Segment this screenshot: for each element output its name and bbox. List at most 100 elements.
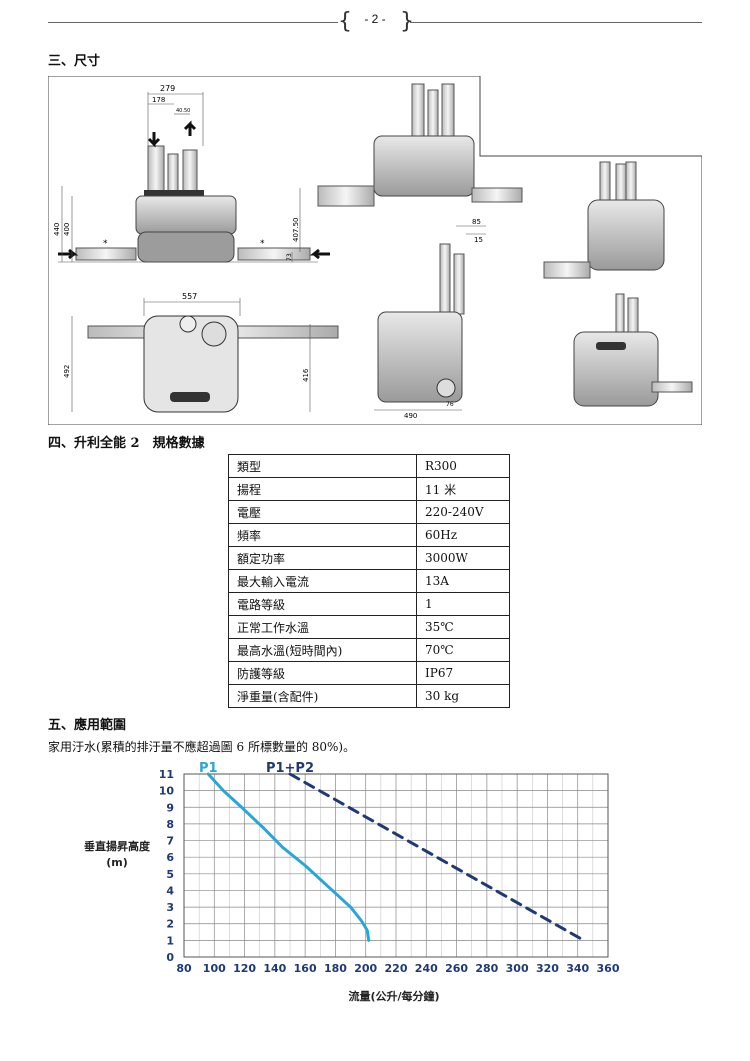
- right-3d-view-top: [543, 161, 665, 279]
- y-axis-label: 垂直揚昇高度: [84, 839, 151, 853]
- spec-label: 電路等級: [228, 592, 417, 616]
- dim-40-50: 40.50: [176, 108, 190, 114]
- spec-label: 頻率: [228, 523, 417, 547]
- back-3d-view: [317, 83, 523, 207]
- x-tick-label: 320: [536, 962, 559, 975]
- x-axis-label: 流量(公升/每分鐘): [348, 989, 439, 1003]
- dim-407-50: 407.50: [292, 218, 300, 243]
- x-tick-label: 140: [263, 962, 286, 975]
- front-view: 279 178 40.50 440 400 407.50 73 * *: [53, 84, 330, 263]
- application-description: 家用汙水(累積的排汙量不應超過圖 6 所標數量的 80%)。: [48, 740, 356, 754]
- spec-label: 防護等級: [228, 661, 417, 685]
- section-4-title: 四、升利全能 2 規格數據: [48, 436, 205, 451]
- header-rule-right: [410, 22, 702, 23]
- y-axis-unit: (m): [106, 856, 128, 869]
- y-tick-label: 11: [159, 768, 174, 781]
- y-tick-label: 2: [166, 918, 174, 931]
- section-3-title: 三、尺寸: [48, 54, 101, 69]
- x-tick-label: 180: [324, 962, 347, 975]
- x-tick-label: 220: [385, 962, 408, 975]
- dim-557: 557: [182, 292, 197, 301]
- table-row: 淨重量(含配件)30 kg: [228, 684, 510, 708]
- header-rule-left: [48, 22, 338, 23]
- series-line: [206, 772, 371, 942]
- y-tick-label: 0: [166, 951, 174, 964]
- spec-value: 220-240V: [416, 500, 510, 524]
- side-view: 85 15 490 76: [374, 218, 486, 420]
- x-tick-label: 160: [294, 962, 317, 975]
- y-tick-label: 10: [159, 785, 175, 798]
- spec-label: 最高水溫(短時間內): [228, 638, 417, 662]
- dim-490: 490: [404, 412, 417, 420]
- x-tick-label: 120: [233, 962, 256, 975]
- header-bracket-right: }: [400, 9, 414, 34]
- spec-label: 類型: [228, 454, 417, 478]
- page-header: { - 2 - }: [48, 10, 702, 36]
- chart-series: P1 P1+P2: [199, 761, 586, 942]
- series-line: [288, 772, 586, 942]
- spec-value: 13A: [416, 569, 510, 593]
- x-tick-label: 100: [203, 962, 226, 975]
- spec-value: 70℃: [416, 638, 510, 662]
- spec-label: 最大輸入電流: [228, 569, 417, 593]
- spec-value: IP67: [416, 661, 510, 685]
- page-number: - 2 -: [364, 12, 386, 26]
- section-5-title: 五、應用範圍: [48, 718, 127, 733]
- dim-15: 15: [474, 236, 483, 244]
- spec-label: 額定功率: [228, 546, 417, 570]
- y-tick-label: 5: [166, 868, 174, 881]
- plot-frame: [183, 773, 609, 958]
- y-tick-label: 6: [166, 851, 174, 864]
- dim-400: 400: [63, 223, 71, 236]
- dim-73: 73: [286, 253, 293, 261]
- spec-label: 揚程: [228, 477, 417, 501]
- y-tick-label: 9: [166, 801, 174, 814]
- x-tick-label: 200: [354, 962, 377, 975]
- spec-label: 電壓: [228, 500, 417, 524]
- table-row: 最高水溫(短時間內)70℃: [228, 638, 510, 662]
- top-view: 557 492 416: [63, 292, 339, 413]
- dim-492: 492: [63, 365, 71, 378]
- x-tick-label: 80: [176, 962, 192, 975]
- series-label: P1: [199, 761, 218, 776]
- y-tick-label: 4: [166, 884, 174, 897]
- x-tick-label: 240: [415, 962, 438, 975]
- dimension-figure: 279 178 40.50 440 400 407.50 73 * * 557 …: [48, 76, 702, 425]
- x-tick-label: 360: [597, 962, 620, 975]
- right-3d-view-bottom: [573, 293, 693, 407]
- series-label: P1+P2: [266, 761, 314, 776]
- spec-value: 11 米: [416, 477, 510, 501]
- x-tick-label: 260: [445, 962, 468, 975]
- dim-416: 416: [302, 368, 310, 382]
- x-tick-label: 300: [506, 962, 529, 975]
- x-tick-label: 340: [566, 962, 589, 975]
- dimension-drawing: 279 178 40.50 440 400 407.50 73 * * 557 …: [48, 76, 702, 425]
- dim-76: 76: [446, 401, 454, 408]
- spec-value: R300: [416, 454, 510, 478]
- marker-asterisk-left: *: [103, 239, 108, 249]
- chart-grid: [183, 773, 609, 958]
- y-tick-label: 7: [166, 835, 174, 848]
- x-tick-label: 280: [475, 962, 498, 975]
- marker-asterisk-right: *: [260, 239, 265, 249]
- dim-85: 85: [472, 218, 481, 226]
- spec-label: 正常工作水溫: [228, 615, 417, 639]
- dim-440: 440: [53, 223, 61, 236]
- header-bracket-left: {: [338, 9, 352, 34]
- y-tick-label: 8: [166, 818, 174, 831]
- spec-label: 淨重量(含配件): [228, 684, 417, 708]
- spec-value: 3000W: [416, 546, 510, 570]
- spec-value: 35℃: [416, 615, 510, 639]
